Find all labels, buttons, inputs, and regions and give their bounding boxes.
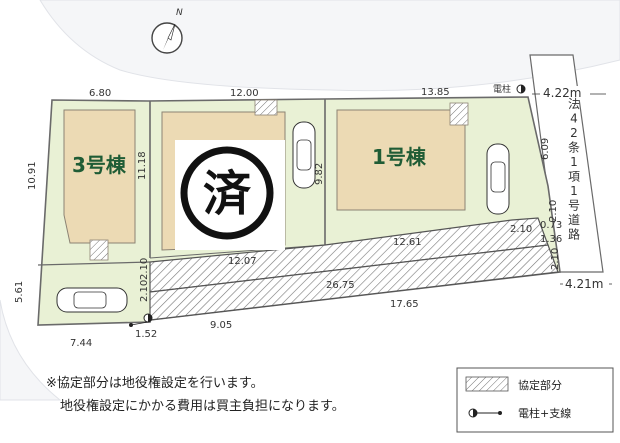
dim-side-b: 2.10 [139,280,150,302]
dim-side-a: 2.10 [139,258,150,280]
dim-top-left: 6.80 [89,88,111,99]
lot-1-label: 1号棟 [372,145,427,169]
dim-easement-lower: 26.75 [326,280,355,291]
utility-pole-icon [143,313,153,323]
sold-stamp: 済 [180,146,274,240]
north-label: N [176,8,183,18]
dim-lot3-right: 11.18 [137,151,148,180]
legend-pole-label: 電柱+支線 [518,406,571,420]
dim-side-d: 2.10 [510,224,532,235]
dim-top-mid: 12.00 [230,88,259,99]
house-2-steps [254,99,278,116]
legend-hatch-swatch [465,376,509,392]
easement-area-lower [149,244,559,321]
house-1-footprint [336,109,466,211]
note-line-1: ※協定部分は地役権設定を行います。 [46,375,264,391]
dim-top-right: 13.85 [421,87,450,98]
dim-right-small-1: 0.73 [540,220,562,231]
house-1-steps [449,102,469,126]
road-width-top: 4.22m [543,86,581,100]
pole-label: 電柱 [493,83,511,95]
dim-side-e: 2.10 [550,248,561,270]
dim-bottom-left: 7.44 [70,338,92,349]
car-icon [486,143,510,215]
dim-easement-mid: 12.07 [228,256,257,267]
house-3-steps [89,239,109,261]
dim-side-c: 2.10 [548,200,559,222]
dim-easement-upper: 12.61 [393,237,422,248]
car-icon [292,121,316,189]
dim-right-small-2: 1.36 [540,234,562,245]
car-icon [56,287,128,313]
dim-left-upper: 10.91 [27,161,38,190]
dim-corner-1: 1.52 [135,329,157,340]
background-area-bottom [0,299,62,401]
dim-left-lower: 5.61 [14,281,25,303]
dim-right-upper: 6.09 [540,138,551,160]
north-compass-icon: N [151,8,183,54]
utility-pole-icon [468,408,502,418]
background-area [39,0,620,92]
dim-bottom-right: 17.65 [390,299,419,310]
lot-3-label: 3号棟 [72,153,127,177]
dim-bottom-mid: 9.05 [210,320,232,331]
dim-lot1-left: 9.82 [314,163,325,185]
note-line-2: 地役権設定にかかる費用は買主負担になります。 [60,398,345,414]
legend: 協定部分 電柱+支線 [456,367,614,433]
svg-text:済: 済 [203,166,252,222]
road-width-bottom: 4.21m [565,277,603,291]
legend-easement-label: 協定部分 [518,378,562,392]
utility-pole-icon [516,84,526,94]
